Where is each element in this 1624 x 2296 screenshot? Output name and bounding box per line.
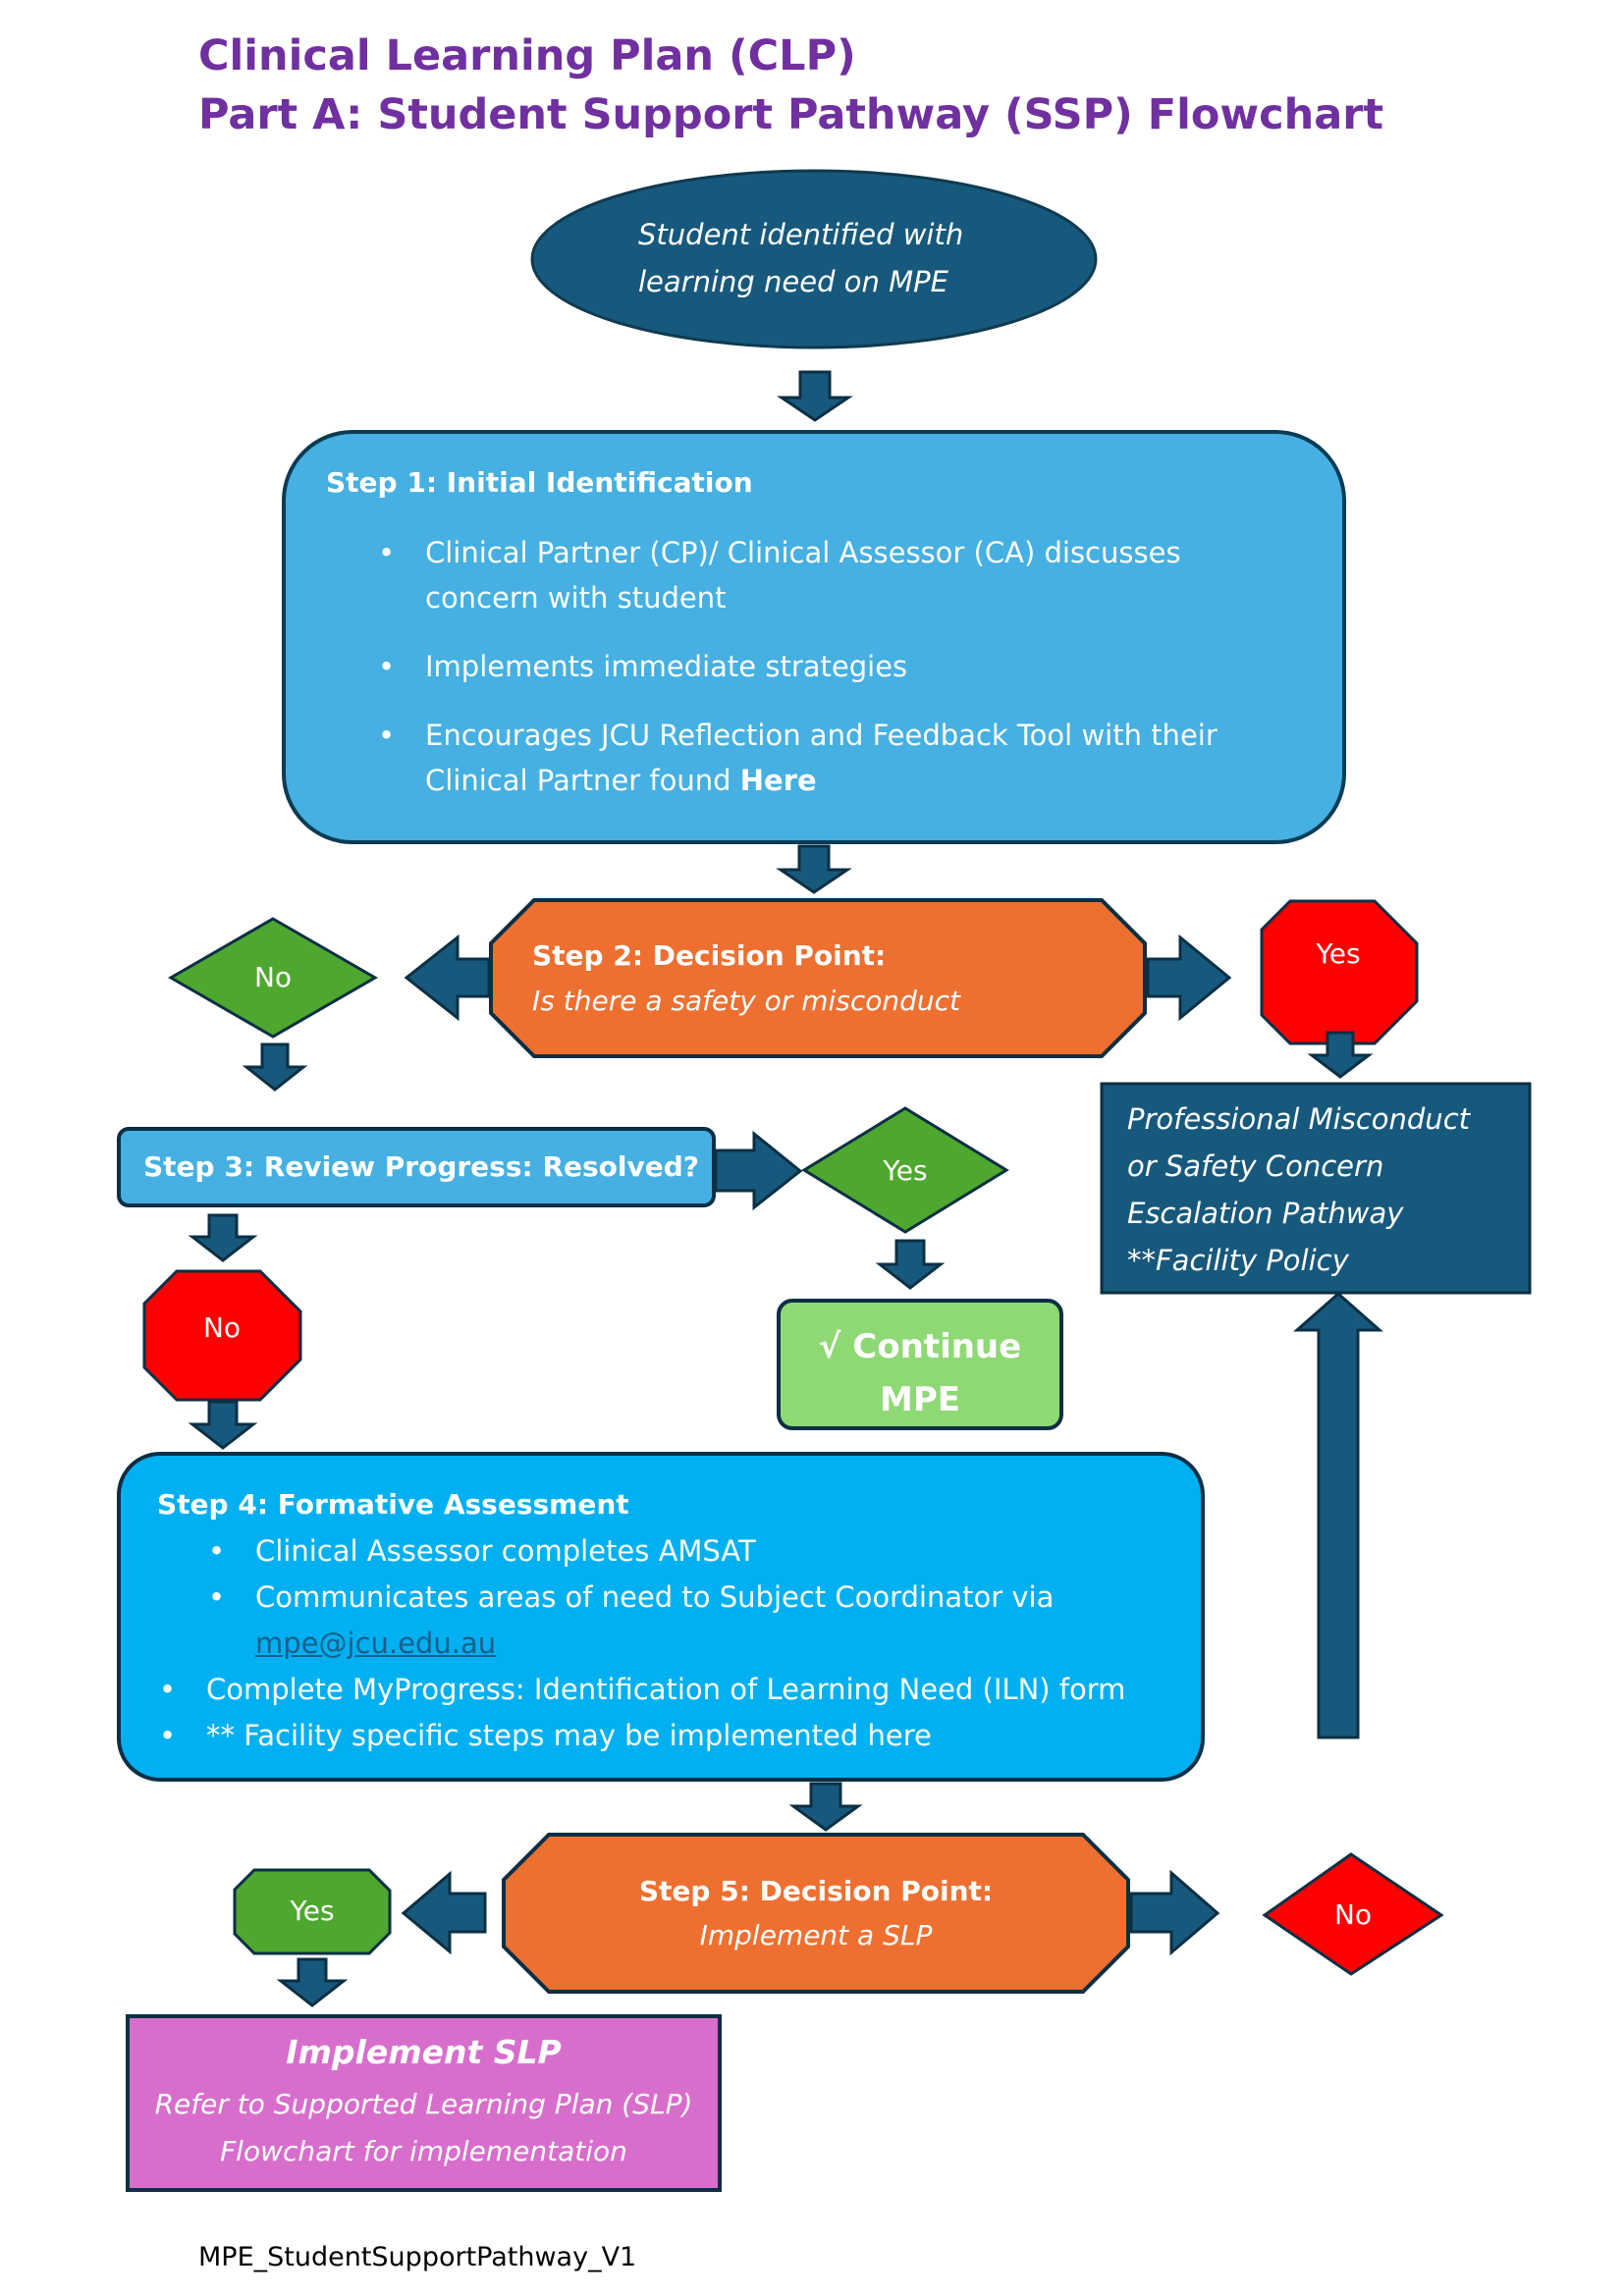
step1-heading: Step 1: Initial Identification [326, 466, 753, 499]
arrow-right-step3 [714, 1130, 803, 1211]
step5-no-diamond [1262, 1852, 1444, 1976]
step3-no-label: No [202, 1311, 242, 1344]
step1-bullets: Clinical Partner (CP)/ Clinical Assessor… [378, 530, 1250, 803]
arrow-left-step2 [404, 934, 491, 1022]
slp-box [126, 2014, 722, 2192]
step4-bullets-inner: Clinical Assessor completes AMSAT Commun… [208, 1528, 1119, 1667]
arrow-right-step5 [1129, 1869, 1220, 1956]
footer-doc-id: MPE_StudentSupportPathway_V1 [198, 2242, 637, 2272]
start-line-1: Student identified with [638, 218, 964, 251]
arrow-right-step2 [1146, 934, 1232, 1022]
start-line-2: learning need on MPE [638, 265, 948, 298]
continue-text: √ Continue MPE [779, 1320, 1061, 1426]
arrow-down-step1 [776, 844, 852, 894]
step1-bullet-2: Implements immediate strategies [378, 644, 1250, 689]
step5-question: Implement a SLP [699, 1919, 933, 1951]
step3-heading: Step 3: Review Progress: Resolved? [143, 1150, 700, 1183]
step2-heading: Step 2: Decision Point: [532, 939, 887, 972]
slp-heading: Implement SLP [286, 2033, 562, 2071]
step4-bullet-4: ** Facility specific steps may be implem… [159, 1713, 1149, 1759]
step5-yes-octagon [233, 1868, 392, 1955]
step2-octagon [489, 898, 1147, 1058]
arrow-down-step4 [788, 1782, 863, 1832]
start-text: Student identified with learning need on… [589, 211, 1041, 305]
arrow-down-no3 [188, 1400, 258, 1450]
escalation-line-4: **Facility Policy [1127, 1244, 1349, 1277]
step2-no-diamond [167, 917, 379, 1039]
step2-yes-octagon [1260, 899, 1419, 1045]
step5-octagon [502, 1833, 1130, 1994]
email-link[interactable]: mpe@jcu.edu.au [255, 1627, 497, 1660]
step3-yes-label: Yes [883, 1154, 928, 1187]
continue-line-2: MPE [880, 1380, 960, 1419]
step2-yes-label: Yes [1316, 937, 1361, 970]
slp-line-2: Flowchart for implementation [220, 2135, 627, 2167]
step3-yes-diamond [801, 1106, 1009, 1234]
arrow-down-yes5 [276, 1957, 349, 2007]
step3-box [117, 1127, 716, 1207]
continue-line-1: √ Continue [818, 1327, 1022, 1366]
escalation-text: Professional Misconduct or Safety Concer… [1127, 1095, 1470, 1284]
step3-no-octagon [142, 1269, 302, 1402]
escalation-box [1100, 1082, 1532, 1295]
arrow-left-step5 [401, 1870, 487, 1955]
escalation-line-3: Escalation Pathway [1127, 1197, 1404, 1230]
arrow-down-yes2 [1307, 1031, 1374, 1079]
continue-box [777, 1299, 1063, 1430]
step4-bullet-2-text: Communicates areas of need to Subject Co… [255, 1580, 1055, 1614]
arrow-down-yes3 [875, 1239, 946, 1290]
page-subtitle: Part A: Student Support Pathway (SSP) Fl… [198, 90, 1384, 139]
step4-bullet-2: Communicates areas of need to Subject Co… [208, 1575, 1119, 1667]
step1-bullet-3-text: Encourages JCU Reflection and Feedback T… [425, 719, 1218, 797]
step2-no-label: No [253, 961, 293, 993]
step1-bullet-3: Encourages JCU Reflection and Feedback T… [378, 713, 1250, 803]
step4-bullet-1: Clinical Assessor completes AMSAT [208, 1528, 1119, 1575]
escalation-line-2: or Safety Concern [1127, 1149, 1384, 1183]
step5-no-label: No [1333, 1898, 1373, 1931]
step4-heading: Step 4: Formative Assessment [157, 1488, 629, 1521]
slp-text: Refer to Supported Learning Plan (SLP) F… [128, 2081, 720, 2175]
page-title: Clinical Learning Plan (CLP) [198, 31, 856, 80]
step5-yes-label: Yes [290, 1895, 335, 1927]
arrow-down-step3 [188, 1213, 258, 1262]
step4-bullets-outer: Complete MyProgress: Identification of L… [159, 1667, 1149, 1759]
arrow-down-no2 [242, 1042, 308, 1092]
arrow-down-start [777, 370, 853, 422]
start-ellipse [530, 169, 1098, 349]
step5-heading: Step 5: Decision Point: [638, 1875, 994, 1907]
escalation-line-1: Professional Misconduct [1127, 1102, 1471, 1136]
slp-line-1: Refer to Supported Learning Plan (SLP) [154, 2088, 693, 2120]
arrow-up-escalation [1293, 1292, 1383, 1739]
step4-bullet-3: Complete MyProgress: Identification of L… [159, 1667, 1149, 1713]
step1-bullet-1: Clinical Partner (CP)/ Clinical Assessor… [378, 530, 1250, 620]
step2-question: Is there a safety or misconduct [532, 985, 961, 1017]
here-link[interactable]: Here [739, 764, 817, 797]
